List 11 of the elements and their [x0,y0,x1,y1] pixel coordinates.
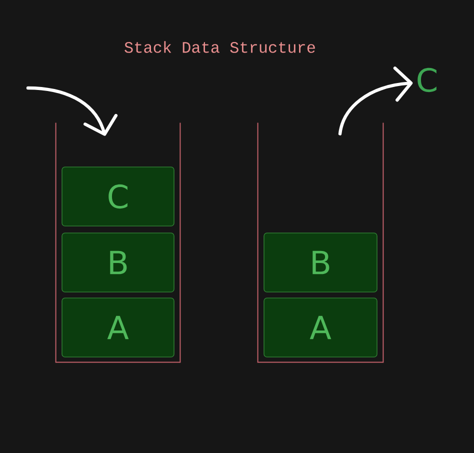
stack-block: B [264,232,378,292]
curved-arrow [338,66,413,136]
stack-block: A [62,298,174,358]
stack-container [55,122,181,363]
title: Stack Data Structure [124,41,315,53]
stack-block: A [264,298,378,358]
stack-block: B [62,232,174,292]
stack-container [257,122,384,363]
curved-arrow [26,86,118,136]
popped-letter: C [418,68,436,92]
stack-block: C [62,166,174,226]
